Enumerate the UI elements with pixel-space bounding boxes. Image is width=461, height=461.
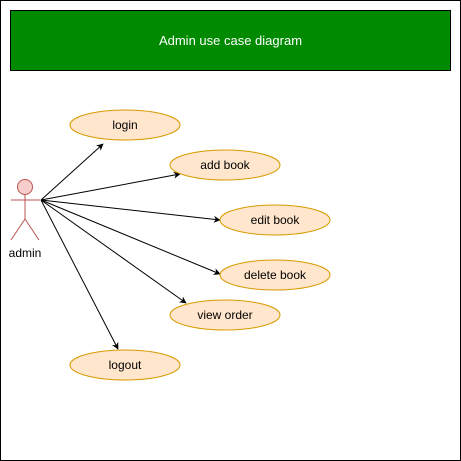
diagram-title-banner: Admin use case diagram — [10, 10, 451, 71]
use-case-ellipse — [69, 109, 181, 141]
association-edges — [40, 143, 221, 350]
use-case-label: delete book — [244, 268, 307, 282]
use-case-logout[interactable]: logout — [69, 349, 181, 381]
actor-head — [17, 179, 33, 195]
actor-right-leg — [24, 218, 40, 241]
use-case-label: view order — [197, 308, 252, 322]
diagram-title: Admin use case diagram — [158, 33, 303, 48]
use-case-ellipse — [169, 149, 281, 181]
use-case-edit-book[interactable]: edit book — [219, 204, 331, 236]
use-case-ellipse — [219, 204, 331, 236]
edge-admin-login — [40, 143, 104, 201]
use-case-login[interactable]: login — [69, 109, 181, 141]
use-case-label: logout — [109, 358, 142, 372]
actor-admin[interactable]: admin — [9, 179, 42, 261]
use-case-ellipse — [69, 349, 181, 381]
edge-admin-delete-book — [40, 199, 221, 275]
actor-label: admin — [9, 246, 42, 260]
edge-admin-add-book — [40, 171, 181, 201]
edge-admin-edit-book — [40, 199, 221, 223]
use-case-label: login — [112, 118, 137, 132]
edge-admin-logout — [40, 199, 119, 350]
edge-admin-view-order — [40, 199, 187, 304]
use-case-add-book[interactable]: add book — [169, 149, 281, 181]
use-case-view-order[interactable]: view order — [169, 299, 281, 331]
use-case-label: add book — [200, 158, 250, 172]
use-case-ellipse — [169, 299, 281, 331]
actor-left-leg — [10, 218, 26, 241]
use-case-label: edit book — [251, 213, 301, 227]
use-case-ellipse — [219, 259, 331, 291]
use-case-delete-book[interactable]: delete book — [219, 259, 331, 291]
